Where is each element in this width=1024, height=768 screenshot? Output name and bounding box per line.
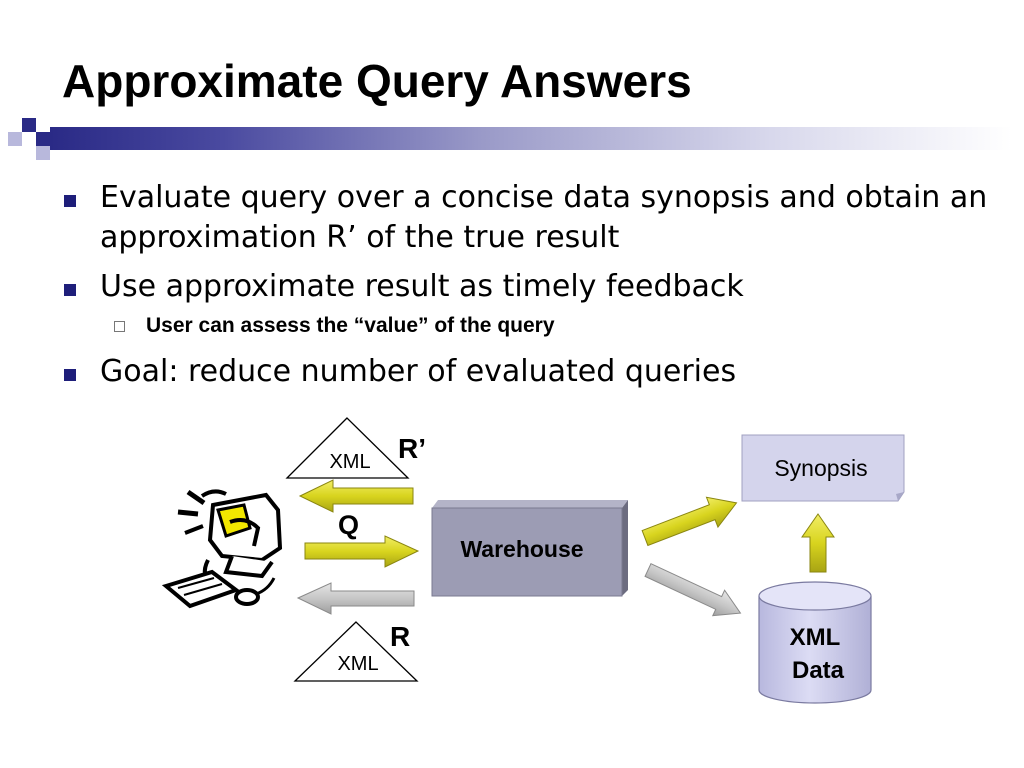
- r-label: R: [390, 621, 410, 652]
- xml-bottom-label: XML: [337, 653, 378, 675]
- query-arrow: [304, 535, 420, 568]
- summarize-arrow: [641, 496, 738, 547]
- warehouse-box: Warehouse: [431, 500, 628, 597]
- synopsis-box: Synopsis: [741, 434, 905, 502]
- warehouse-label: Warehouse: [460, 536, 583, 562]
- bullet-item: Goal: reduce number of evaluated queries: [62, 352, 1002, 392]
- slide-title: Approximate Query Answers: [62, 55, 692, 107]
- bullet-text: Evaluate query over a concise data synop…: [100, 180, 988, 255]
- bullet-item: Use approximate result as timely feedbac…: [62, 267, 1002, 307]
- xml-document-top: XML: [285, 417, 410, 479]
- sub-bullet-text: User can assess the “value” of the query: [146, 314, 555, 337]
- decor-square: [22, 118, 36, 132]
- sub-bullet-item: User can assess the “value” of the query: [62, 312, 1002, 340]
- bullet-text: Goal: reduce number of evaluated queries: [100, 354, 737, 389]
- result-arrow: [296, 582, 415, 615]
- title-gradient-bar: [50, 127, 1012, 150]
- decor-square: [36, 132, 50, 146]
- bullet-marker: [64, 369, 76, 381]
- decor-square: [36, 146, 50, 160]
- r-prime-arrow: [298, 479, 414, 513]
- xml-data-label-line2: Data: [792, 657, 845, 684]
- bullet-item: Evaluate query over a concise data synop…: [62, 178, 1002, 258]
- q-label: Q: [338, 510, 359, 540]
- synopsis-label: Synopsis: [774, 455, 867, 481]
- xml-top-label: XML: [329, 451, 370, 473]
- sub-bullet-marker: [114, 321, 125, 332]
- bullet-marker: [64, 284, 76, 296]
- bullet-list: Evaluate query over a concise data synop…: [62, 178, 1002, 401]
- bullet-marker: [64, 195, 76, 207]
- synopsis-build-arrow: [801, 513, 835, 573]
- xml-data-label-line1: XML: [790, 624, 841, 651]
- load-arrow: [644, 562, 742, 617]
- xml-document-bottom: XML: [293, 621, 419, 682]
- decor-square: [8, 132, 22, 146]
- xml-data-cylinder: XML Data: [758, 581, 872, 704]
- bullet-text: Use approximate result as timely feedbac…: [100, 269, 744, 304]
- r-prime-label: R’: [398, 433, 426, 464]
- computer-user-icon: [161, 489, 283, 609]
